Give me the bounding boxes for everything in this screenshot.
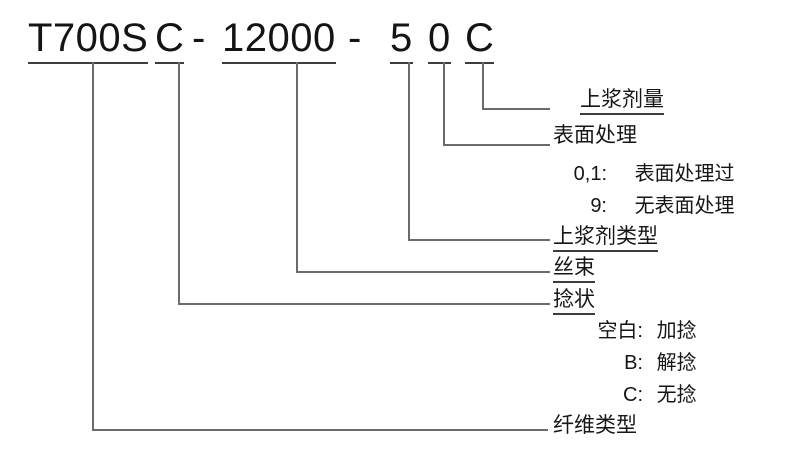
leader-tow-vertical xyxy=(296,62,298,273)
surface-treatment-option-value: 无表面处理 xyxy=(634,195,735,217)
leader-sizing-amount-horizontal xyxy=(482,108,550,110)
leader-surface-treatment-vertical xyxy=(443,62,445,146)
leader-sizing-type-vertical xyxy=(408,62,410,241)
label-fiber-type: 纤维类型 xyxy=(553,414,637,437)
leader-fiber-type-horizontal xyxy=(92,429,548,431)
code-dash-1: - xyxy=(192,16,206,60)
code-sizing-type: 5 xyxy=(390,18,413,64)
leader-sizing-type-horizontal xyxy=(408,239,550,241)
leader-twist-vertical xyxy=(178,62,180,305)
twist-option-key: B: xyxy=(624,352,643,374)
leader-sizing-amount-vertical xyxy=(482,62,484,110)
leader-tow-horizontal xyxy=(296,271,550,273)
code-sizing-amount: C xyxy=(465,18,495,64)
twist-option-row: B: 解捻 xyxy=(577,352,697,375)
leader-surface-treatment-horizontal xyxy=(443,144,550,146)
surface-treatment-option-value: 表面处理过 xyxy=(634,163,735,185)
label-twist: 捻状 xyxy=(553,288,595,315)
code-dash-2: - xyxy=(348,16,362,60)
label-surface-treatment: 表面处理 xyxy=(553,124,637,147)
label-sizing-amount: 上浆剂量 xyxy=(580,88,664,115)
code-twist: C xyxy=(155,18,185,64)
leader-twist-horizontal xyxy=(178,303,550,305)
leader-fiber-type-vertical xyxy=(92,62,94,431)
surface-treatment-option-key: 0,1: xyxy=(573,163,607,185)
twist-option-key: C: xyxy=(623,384,643,406)
label-sizing-type: 上浆剂类型 xyxy=(553,225,658,252)
twist-option-row: C: 无捻 xyxy=(577,384,697,407)
surface-treatment-option-row: 0,1: 表面处理过 xyxy=(559,163,735,186)
twist-option-value: 解捻 xyxy=(656,352,697,374)
twist-option-row: 空白: 加捻 xyxy=(577,320,697,343)
twist-option-key: 空白: xyxy=(597,320,643,342)
label-tow: 丝束 xyxy=(553,256,595,283)
twist-option-value: 加捻 xyxy=(656,320,697,342)
code-tow: 12000 xyxy=(222,18,336,64)
surface-treatment-option-key: 9: xyxy=(590,195,607,217)
code-string-row: T700S C - 12000 - 5 0 C xyxy=(0,0,790,66)
twist-option-value: 无捻 xyxy=(656,384,697,406)
code-surface-treatment: 0 xyxy=(428,18,451,64)
code-fiber-type: T700S xyxy=(28,18,149,64)
surface-treatment-option-row: 9: 无表面处理 xyxy=(559,195,735,218)
